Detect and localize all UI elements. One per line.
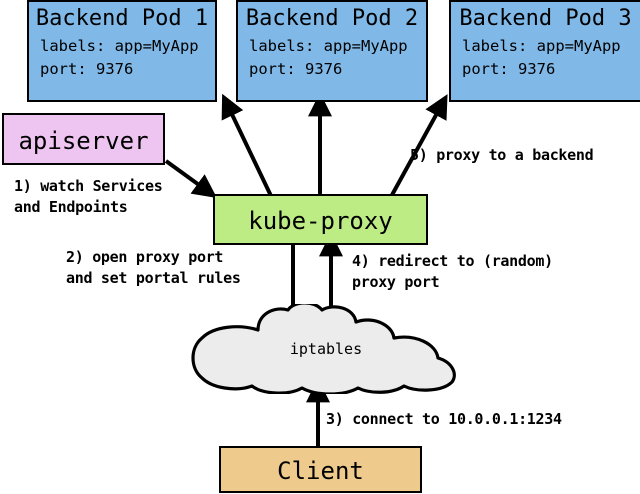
edge-label-4-line-1: 4) redirect to (random) [352, 252, 553, 270]
node-kube-proxy-title: kube-proxy [248, 207, 393, 235]
node-backend-pod-3[interactable]: Backend Pod 3 labels: app=MyApp port: 93… [449, 0, 640, 102]
edge-label-1-line-1: 1) watch Services [14, 177, 163, 195]
cloud-shape-icon [191, 304, 456, 394]
edge-label-2-line-1: 2) open proxy port [66, 248, 224, 266]
node-iptables[interactable]: iptables [186, 304, 466, 394]
node-backend-pod-1-labels: labels: app=MyApp [40, 37, 199, 55]
node-kube-proxy[interactable]: kube-proxy [213, 194, 428, 245]
node-backend-pod-3-title: Backend Pod 3 [459, 6, 632, 31]
edge-label-3: 3) connect to 10.0.0.1:1234 [326, 410, 562, 428]
node-backend-pod-2-labels: labels: app=MyApp [249, 37, 408, 55]
edge-label-1-line-2: and Endpoints [14, 198, 128, 216]
node-backend-pod-2[interactable]: Backend Pod 2 labels: app=MyApp port: 93… [236, 0, 428, 102]
node-backend-pod-3-port: port: 9376 [462, 60, 556, 78]
node-backend-pod-1-port: port: 9376 [40, 60, 134, 78]
edge-label-5: 5) proxy to a backend [410, 146, 594, 164]
node-apiserver-title: apiserver [18, 127, 149, 155]
node-client[interactable]: Client [219, 446, 422, 493]
node-backend-pod-1-title: Backend Pod 1 [35, 6, 209, 31]
node-backend-pod-2-title: Backend Pod 2 [245, 6, 419, 31]
node-iptables-title: iptables [289, 340, 363, 358]
edge-label-2-line-2: and set portal rules [66, 269, 241, 287]
edge-label-4-line-2: proxy port [352, 273, 440, 291]
node-apiserver[interactable]: apiserver [2, 113, 165, 165]
node-client-title: Client [277, 457, 364, 485]
node-backend-pod-3-labels: labels: app=MyApp [462, 37, 621, 55]
node-backend-pod-1[interactable]: Backend Pod 1 labels: app=MyApp port: 93… [27, 0, 217, 102]
node-backend-pod-2-port: port: 9376 [249, 60, 343, 78]
